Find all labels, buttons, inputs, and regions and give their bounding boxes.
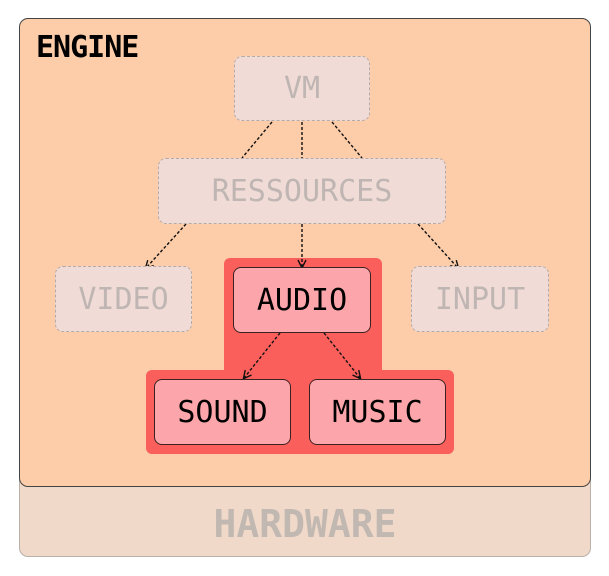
node-video: VIDEO xyxy=(55,266,192,332)
node-vm: VM xyxy=(234,56,370,121)
node-audio: AUDIO xyxy=(233,267,371,333)
node-ressources: RESSOURCES xyxy=(158,158,446,224)
node-input: INPUT xyxy=(411,266,549,332)
node-sound: SOUND xyxy=(154,379,291,445)
node-music: MUSIC xyxy=(309,379,446,445)
hardware-label: HARDWARE xyxy=(213,502,397,546)
engine-title: ENGINE xyxy=(36,30,139,65)
